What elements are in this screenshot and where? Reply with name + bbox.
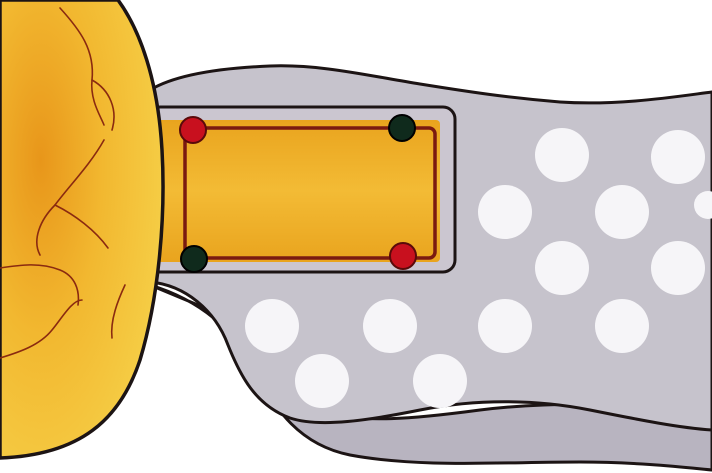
electrode-dark bbox=[389, 115, 415, 141]
electrode-red bbox=[390, 243, 416, 269]
dot bbox=[478, 299, 532, 353]
dot bbox=[651, 241, 705, 295]
dot bbox=[651, 130, 705, 184]
dot bbox=[535, 128, 589, 182]
dot bbox=[413, 354, 467, 408]
electrode-dark bbox=[181, 246, 207, 272]
dot bbox=[295, 354, 349, 408]
dot bbox=[595, 299, 649, 353]
dot bbox=[535, 241, 589, 295]
dot bbox=[478, 185, 532, 239]
dot bbox=[245, 299, 299, 353]
electrode-red bbox=[180, 117, 206, 143]
dot bbox=[595, 185, 649, 239]
dot bbox=[363, 299, 417, 353]
